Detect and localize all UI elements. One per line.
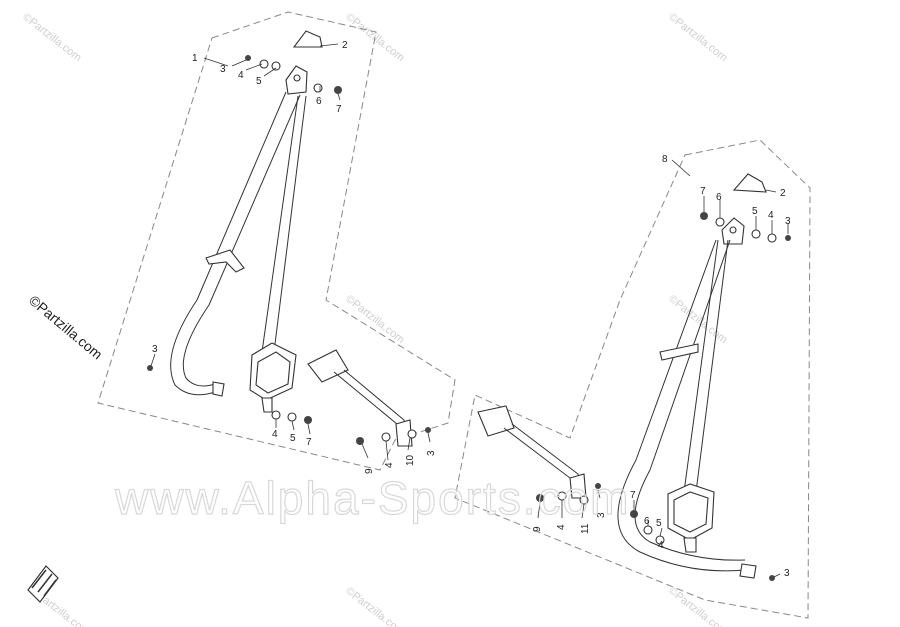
lap-belt-end-fitting [739,563,757,579]
bolt [356,437,364,445]
left-leader-lines [150,43,431,461]
spacer [407,429,417,439]
lap-belt-webbing [617,459,746,572]
bolt [147,365,153,371]
retractor-belt-webbing [683,239,729,493]
spacer [271,61,281,71]
callout-label: 2 [780,188,786,199]
lap-belt-webbing [170,299,216,396]
callout-label: 6 [716,192,722,203]
callout-label: 4 [384,462,395,468]
partzilla-watermarks: ©Partzilla.com ©Partzilla.com ©Partzilla… [20,11,729,627]
callout-label: 1 [192,53,198,64]
nut [700,212,708,220]
bolt [536,494,544,502]
shoulder-belt-webbing [196,91,301,306]
callout-label: 8 [662,154,668,165]
alpha-sports-watermark: www.Alpha-Sports.com [114,472,631,524]
callout-label: 4 [768,210,774,221]
right-callouts: 8 2 7 6 5 4 3 7 6 5 4 11 9 4 3 3 [532,154,791,579]
washer [259,59,269,69]
spacer [287,412,297,422]
bolt [785,235,791,241]
callout-label: 7 [336,104,342,115]
left-assembly-frame [97,11,456,471]
callout-label: 9 [532,526,543,532]
washer [271,410,281,420]
nut [425,427,431,433]
callout-label: 5 [256,76,262,87]
left-callouts: 1 2 3 4 5 6 7 3 4 5 7 9 4 10 3 [152,40,437,474]
spacer [715,217,725,227]
partzilla-side-label: ©Partzilla.com [26,292,106,362]
anchor-bolt-hole [293,74,301,82]
nut [595,483,601,489]
bolt [769,575,775,581]
spacer [313,83,323,93]
right-upper-hardware [536,212,791,581]
nut [630,510,638,518]
callout-label: 9 [364,468,375,474]
callout-label: 5 [656,518,662,529]
lap-belt-end-fitting [212,381,225,397]
callout-label: 10 [405,454,416,466]
bolt [245,55,251,61]
callout-label: 7 [630,490,636,501]
callout-label: 6 [644,516,650,527]
partzilla-watermark: ©Partzilla.com [666,11,729,64]
anchor-cover [732,173,767,193]
partzilla-watermark: ©Partzilla.com [343,585,406,627]
callout-label: 4 [272,429,278,440]
callout-label: 2 [342,40,348,51]
partzilla-watermark: ©Partzilla.com [343,293,406,346]
retractor-belt-webbing [261,95,307,353]
right-assembly-frame [454,139,811,619]
belt-guide-slider [205,249,245,273]
callout-label: 6 [316,96,322,107]
belt-guide-slider [659,343,699,361]
callout-label: 3 [152,344,158,355]
anchor-cover [292,30,323,48]
callout-label: 3 [785,216,791,227]
callout-label: 3 [426,450,437,456]
buckle-anchor-plate [395,419,413,447]
callout-label: 7 [306,437,312,448]
spacer [643,525,653,535]
buckle-tongue [307,349,349,383]
callout-label: 5 [752,206,758,217]
retractor [249,342,297,413]
buckle-assembly [307,349,413,447]
right-leader-lines [537,159,789,578]
callout-label: 3 [596,512,607,518]
front-direction-arrow-icon [27,565,59,603]
callout-label: 3 [220,64,226,75]
callout-label: 4 [238,70,244,81]
callout-label: 3 [784,568,790,579]
partzilla-watermark: ©Partzilla.com [20,11,83,64]
partzilla-watermark: ©Partzilla.com [666,585,729,627]
anchor-bolt-hole [729,226,737,234]
callout-label: 7 [700,186,706,197]
nut [304,416,312,424]
left-upper-hardware [147,55,431,445]
callout-label: 11 [580,523,591,534]
buckle-assembly [477,405,587,499]
retractor [667,483,715,553]
left-seat-belt-assembly: 1 2 3 4 5 6 7 3 4 5 7 9 4 10 3 [147,30,437,474]
right-seat-belt-assembly: 8 2 7 6 5 4 3 7 6 5 4 11 9 4 3 3 [477,154,791,581]
washer [381,432,391,442]
callout-label: 5 [290,433,296,444]
washer [767,233,777,243]
callout-label: 4 [556,524,567,530]
nut [334,86,342,94]
spacer [751,229,761,239]
callout-label: 4 [658,540,664,551]
